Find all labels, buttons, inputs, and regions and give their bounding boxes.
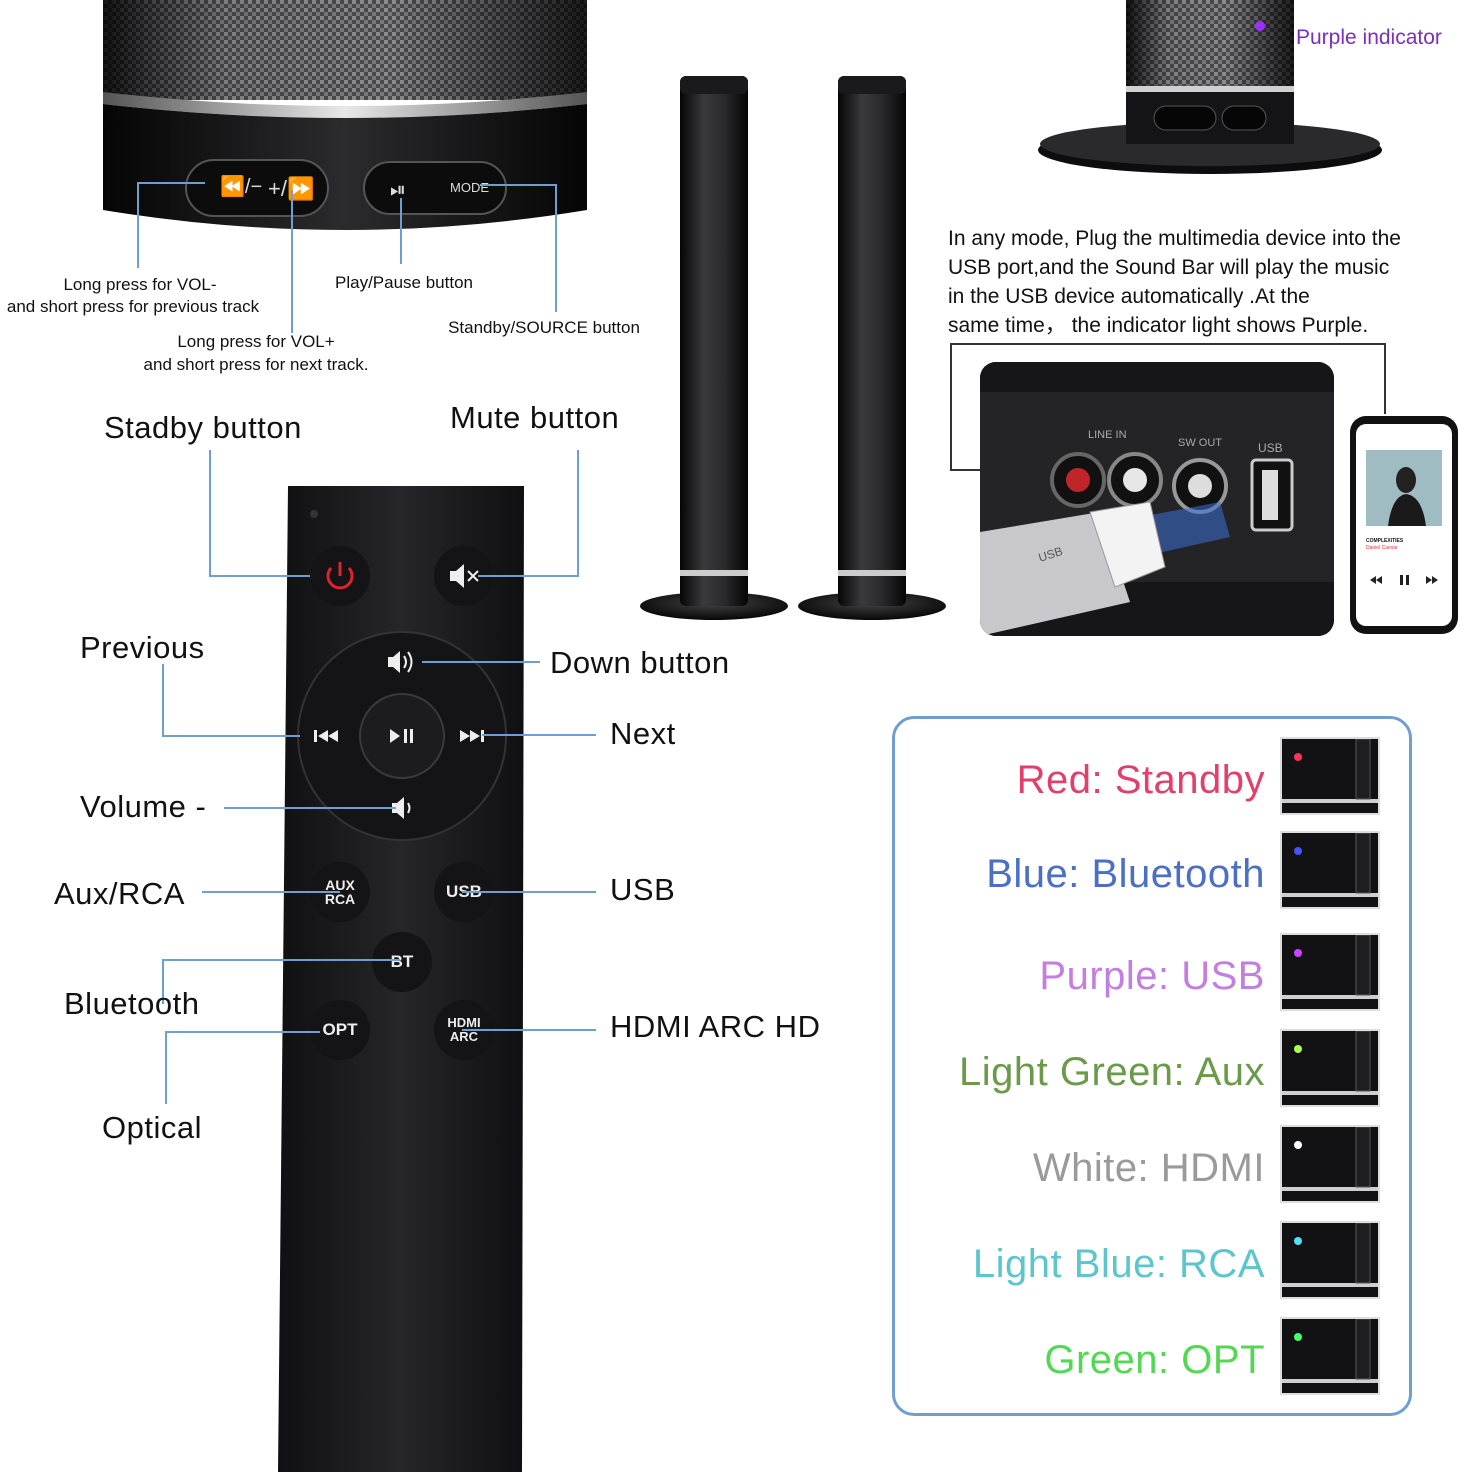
phone-track-title: COMPLEXITIES: [1366, 538, 1404, 544]
soundbar-closeup-graphic: ⏪/− +/⏩ ⏯ MODE: [103, 0, 587, 333]
led-thumbnail-graphic: [1282, 935, 1378, 1009]
led-dot: [1294, 1045, 1302, 1053]
led-dot: [1294, 1141, 1302, 1149]
led-thumbnail: [1280, 831, 1380, 909]
opt-button[interactable]: OPT: [322, 1020, 358, 1039]
mute-icon: [450, 564, 479, 588]
usb-description-line-3: in the USB device automatically .At the: [948, 285, 1310, 308]
led-thumbnail-graphic: [1282, 1031, 1378, 1105]
legend-label: Light Green: Aux: [959, 1050, 1265, 1094]
legend-label: Purple: USB: [1039, 954, 1265, 998]
mute-callout: Mute button: [450, 400, 620, 435]
album-art: [1366, 450, 1442, 526]
legend-label: White: HDMI: [1032, 1146, 1265, 1190]
smartphone: COMPLEXITIES Daniel Caesar: [1350, 416, 1458, 634]
remote-callout-lines: [162, 450, 596, 1104]
play-pause-button[interactable]: [376, 714, 428, 758]
led-thumbnail: [1280, 1317, 1380, 1395]
usb-port-photo: LINE IN SW OUT USB USB: [980, 362, 1334, 636]
legend-label: Green: OPT: [1044, 1338, 1265, 1382]
led-dot: [1294, 1333, 1302, 1341]
led-dot: [1294, 949, 1302, 957]
indicator-speaker: Purple indicator: [1030, 0, 1442, 180]
standby-source-label: Standby/SOURCE button: [448, 318, 640, 337]
mode-key-label: MODE: [450, 180, 489, 195]
soundbar-closeup: ⏪/− +/⏩ ⏯ MODE Long press for VOL- and s…: [0, 0, 660, 380]
led-dot: [1294, 847, 1302, 855]
power-icon: [326, 562, 354, 590]
led-thumbnail: [1280, 933, 1380, 1011]
tower-speakers-graphic: [640, 76, 946, 620]
led-thumbnail-graphic: [1282, 1319, 1378, 1393]
legend-label: Light Blue: RCA: [972, 1242, 1265, 1286]
vol-prev-key-label: ⏪/−: [220, 174, 262, 198]
led-thumbnail-graphic: [1282, 1223, 1378, 1297]
power-button[interactable]: [310, 546, 370, 606]
phone-playback-controls: [1370, 575, 1438, 585]
usb-description-line-1: In any mode, Plug the multimedia device …: [948, 227, 1401, 250]
usb-connector-lines: [950, 343, 1386, 471]
tower-speakers: [630, 60, 960, 630]
vol-plus-label-2: and short press for next track.: [143, 355, 369, 374]
hdmi-callout: HDMI ARC HD: [610, 1009, 821, 1044]
play-pause-label: Play/Pause button: [335, 273, 473, 292]
standby-callout: Stadby button: [104, 410, 302, 445]
usb-description: In any mode, Plug the multimedia device …: [948, 224, 1448, 340]
sw-out-label: SW OUT: [1178, 437, 1222, 449]
phone-track-artist: Daniel Caesar: [1366, 545, 1398, 551]
led-thumbnail-graphic: [1282, 1127, 1378, 1201]
usb-description-line-2: USB port,and the Sound Bar will play the…: [948, 256, 1390, 279]
led-dot: [1294, 753, 1302, 761]
led-thumbnail: [1280, 1125, 1380, 1203]
next-callout: Next: [610, 716, 676, 751]
led-thumbnail: [1280, 737, 1380, 815]
usb-port-label: USB: [1258, 441, 1283, 455]
bt-button[interactable]: BT: [390, 952, 414, 971]
line-in-label: LINE IN: [1088, 429, 1127, 441]
usb-port-graphic: LINE IN SW OUT USB USB: [980, 362, 1334, 636]
phone-screen: COMPLEXITIES Daniel Caesar: [1356, 424, 1452, 626]
mute-button[interactable]: [434, 546, 494, 606]
volume-up-button[interactable]: [376, 642, 428, 682]
remote-control: AUX RCA USB BT OPT HDMI ARC: [276, 482, 532, 1472]
indicator-speaker-graphic: [1038, 0, 1382, 174]
led-thumbnail-graphic: [1282, 833, 1378, 907]
legend-label: Red: Standby: [1016, 758, 1265, 802]
aux-rca-callout: Aux/RCA: [54, 876, 185, 911]
previous-icon: [314, 730, 338, 742]
led-dot: [1294, 1237, 1302, 1245]
play-pause-icon: [390, 729, 413, 743]
aux-rca-button[interactable]: AUX RCA: [324, 877, 356, 907]
vol-minus-label-2: and short press for previous track: [6, 297, 260, 316]
album-art-graphic: [1366, 450, 1442, 526]
play-key-label: ⏯: [390, 179, 406, 201]
optical-callout: Optical: [102, 1110, 202, 1145]
previous-callout: Previous: [80, 630, 205, 665]
bluetooth-callout: Bluetooth: [64, 986, 200, 1021]
usb-description-line-4: same time， the indicator light shows Pur…: [948, 314, 1369, 337]
vol-minus-label-1: Long press for VOL-: [63, 275, 217, 294]
hdmi-arc-button[interactable]: HDMI ARC: [447, 1015, 481, 1044]
led-thumbnail: [1280, 1221, 1380, 1299]
volume-down-icon: [392, 797, 411, 819]
led-thumbnail: [1280, 1029, 1380, 1107]
legend-label: Blue: Bluetooth: [986, 852, 1265, 896]
purple-indicator-label: Purple indicator: [1296, 26, 1442, 49]
usb-callout: USB: [610, 872, 676, 907]
previous-button[interactable]: [304, 716, 352, 756]
led-thumbnail-graphic: [1282, 739, 1378, 813]
down-callout: Down button: [550, 645, 730, 680]
volume-down-button[interactable]: [376, 788, 428, 828]
volume-up-icon: [388, 651, 413, 673]
vol-plus-label-1: Long press for VOL+: [177, 332, 335, 351]
volume-minus-callout: Volume -: [80, 789, 207, 824]
